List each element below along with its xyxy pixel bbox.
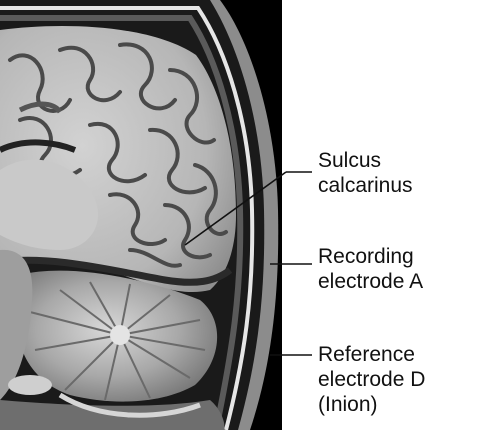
cerebrum (0, 26, 236, 292)
recording-label-line2: electrode A (318, 269, 423, 294)
sulcus-label-line1: Sulcus (318, 148, 413, 173)
reference-label-line2: electrode D (318, 367, 425, 392)
sulcus-calcarinus-label: Sulcus calcarinus (318, 148, 413, 198)
reference-electrode-label: Reference electrode D (Inion) (318, 342, 425, 417)
recording-label-line1: Recording (318, 244, 423, 269)
reference-label-line3: (Inion) (318, 392, 425, 417)
reference-label-line1: Reference (318, 342, 425, 367)
recording-electrode-label: Recording electrode A (318, 244, 423, 294)
sulcus-label-line2: calcarinus (318, 173, 413, 198)
